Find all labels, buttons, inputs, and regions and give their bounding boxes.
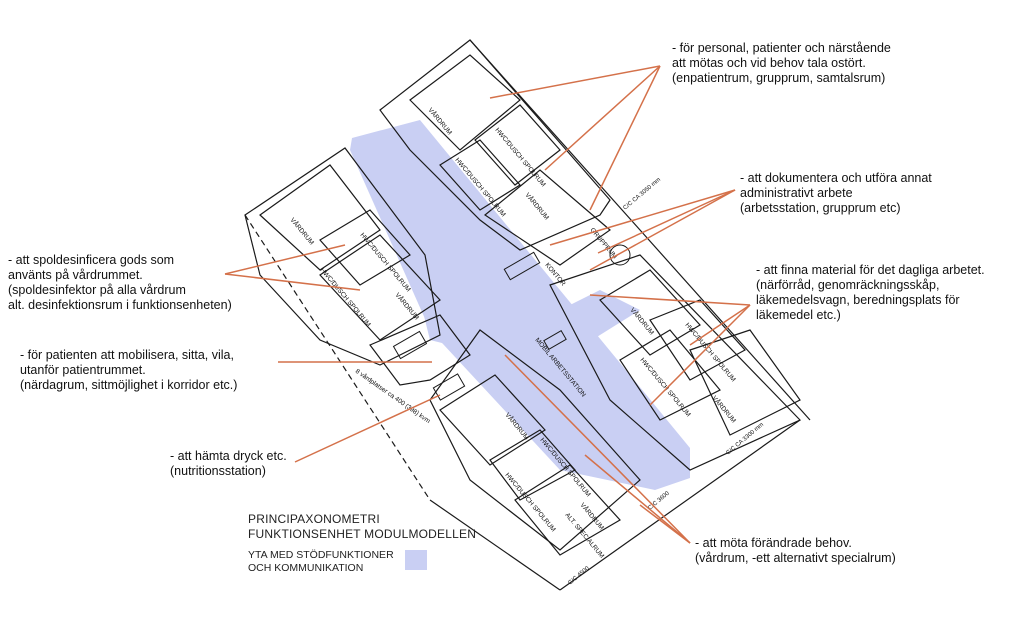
annotation-line: läkemedelsvagn, beredningsplats för bbox=[756, 293, 960, 307]
dimension-line-bottom-right bbox=[559, 419, 801, 591]
leader-line-disinfect bbox=[224, 244, 346, 275]
top-room-4 bbox=[483, 169, 611, 266]
room-label-vardrum: VÅRDRUM bbox=[628, 306, 656, 337]
annotation-line: (spoldesinfektor på alla vårdrum bbox=[8, 283, 186, 297]
leader-line-material bbox=[589, 294, 751, 306]
leader-line-needs bbox=[504, 354, 691, 544]
right-room-4 bbox=[689, 329, 801, 436]
annotation-line: att mötas och vid behov tala ostört. bbox=[672, 56, 866, 70]
leader-line-drink bbox=[294, 394, 441, 463]
right-wing-outline bbox=[549, 254, 802, 471]
annotation-line: alt. desinfektionsrum i funktionsenheten… bbox=[8, 298, 232, 312]
right-room-1 bbox=[599, 269, 701, 356]
annotation-line: använts på vårdrummet. bbox=[8, 268, 143, 282]
left-room-3 bbox=[319, 234, 441, 341]
dimension-label-bottom: C/C 4500 bbox=[567, 565, 591, 586]
room-label-vardrum: VÅRDRUM bbox=[710, 394, 738, 425]
annotation-disinfect: - att spoldesinficera gods som använts p… bbox=[8, 253, 232, 313]
leader-line-meet bbox=[544, 65, 661, 171]
nutrition-station bbox=[432, 373, 466, 401]
lower-left-outline bbox=[369, 314, 471, 386]
leader-line-material bbox=[689, 304, 751, 346]
workstation-furniture bbox=[543, 329, 567, 351]
top-room-3 bbox=[439, 139, 521, 211]
leader-line-meet bbox=[489, 65, 661, 99]
annotation-line: läkemedel etc.) bbox=[756, 308, 841, 322]
lower-room-3 bbox=[514, 464, 621, 556]
annotation-document: - att dokumentera och utföra annat admin… bbox=[740, 171, 932, 216]
dimension-line-left bbox=[244, 214, 431, 501]
annotation-line: administrativt arbete bbox=[740, 186, 853, 200]
room-label-hwc: HWC/DUSCH SPOLRUM bbox=[493, 127, 546, 188]
leader-line-needs bbox=[639, 504, 691, 544]
dimension-label-right-top: C/C CA 3050 mm bbox=[622, 177, 662, 212]
annotation-needs: - att möta förändrade behov. (vårdrum, -… bbox=[695, 536, 896, 566]
legend-line: YTA MED STÖDFUNKTIONER bbox=[248, 549, 394, 561]
lower-room-1 bbox=[439, 374, 546, 466]
title-line: FUNKTIONSENHET MODULMODELLEN bbox=[248, 527, 477, 541]
annotation-line: - att möta förändrade behov. bbox=[695, 536, 852, 550]
table-furniture bbox=[609, 244, 631, 266]
furniture bbox=[392, 244, 631, 401]
title-line: PRINCIPAXONOMETRI bbox=[248, 512, 380, 526]
dimension-line-bottom bbox=[429, 499, 561, 591]
annotation-line: - för personal, patienter och närstående bbox=[672, 41, 891, 55]
annotation-meet: - för personal, patienter och närstående… bbox=[672, 41, 891, 86]
bed-furniture bbox=[392, 330, 428, 360]
room-label-vardrum: VÅRDRUM bbox=[523, 191, 551, 222]
leader-line-disinfect bbox=[224, 273, 361, 291]
annotation-mobilize: - för patienten att mobilisera, sitta, v… bbox=[20, 348, 237, 393]
lower-block-outline bbox=[429, 329, 641, 551]
annotation-line: (närförråd, genomräckningsskåp, bbox=[756, 278, 940, 292]
leader-line-document bbox=[597, 189, 736, 254]
annotation-line: (vårdrum, -ett alternativt specialrum) bbox=[695, 551, 896, 565]
right-room-2 bbox=[649, 299, 746, 381]
room-label-hwc: HWC/DUSCH SPOLRUM bbox=[503, 472, 556, 533]
annotation-line: - att hämta dryck etc. bbox=[170, 449, 287, 463]
annotation-line: - för patienten att mobilisera, sitta, v… bbox=[20, 348, 234, 362]
annotation-material: - att finna material för det dagliga arb… bbox=[756, 263, 985, 323]
right-room-3 bbox=[619, 329, 721, 421]
dimension-label-bottom2: C/C 3600 bbox=[647, 490, 671, 511]
annotation-line: - att spoldesinficera gods som bbox=[8, 253, 175, 267]
top-room-1 bbox=[409, 54, 521, 151]
annotation-line: - att finna material för det dagliga arb… bbox=[756, 263, 985, 277]
leader-lines bbox=[224, 65, 751, 544]
annotation-line: (nutritionsstation) bbox=[170, 464, 266, 478]
annotation-line: - att dokumentera och utföra annat bbox=[740, 171, 932, 185]
room-label-hwc: HWC/DUSCH SPOLRUM bbox=[318, 267, 371, 328]
left-wing-outline bbox=[244, 147, 441, 366]
left-room-2 bbox=[319, 209, 411, 286]
dimension-line-right bbox=[469, 39, 811, 421]
annotation-drink: - att hämta dryck etc. (nutritionsstatio… bbox=[170, 449, 287, 479]
annotation-line: (närdagrum, sittmöjlighet i korridor etc… bbox=[20, 378, 238, 392]
legend-swatch bbox=[405, 550, 427, 570]
leader-line-meet bbox=[589, 65, 661, 211]
annotation-line: utanför patientrummet. bbox=[20, 363, 146, 377]
annotation-line: (arbetsstation, grupprum etc) bbox=[740, 201, 901, 215]
desk-furniture bbox=[503, 251, 541, 281]
annotation-line: (enpatientrum, grupprum, samtalsrum) bbox=[672, 71, 886, 85]
legend-text: YTA MED STÖDFUNKTIONER OCH KOMMUNIKATION bbox=[248, 549, 394, 575]
leader-line-needs bbox=[584, 454, 691, 544]
leader-line-document bbox=[549, 189, 736, 246]
diagram-title: PRINCIPAXONOMETRI FUNKTIONSENHET MODULMO… bbox=[248, 512, 476, 542]
leader-line-material bbox=[649, 304, 751, 406]
room-label-vardrum: VÅRDRUM bbox=[288, 216, 316, 247]
legend-line: OCH KOMMUNIKATION bbox=[248, 562, 364, 574]
leader-line-document bbox=[589, 189, 736, 271]
top-room-2 bbox=[474, 104, 561, 186]
left-room-1 bbox=[259, 164, 381, 271]
building-outline bbox=[244, 39, 811, 591]
